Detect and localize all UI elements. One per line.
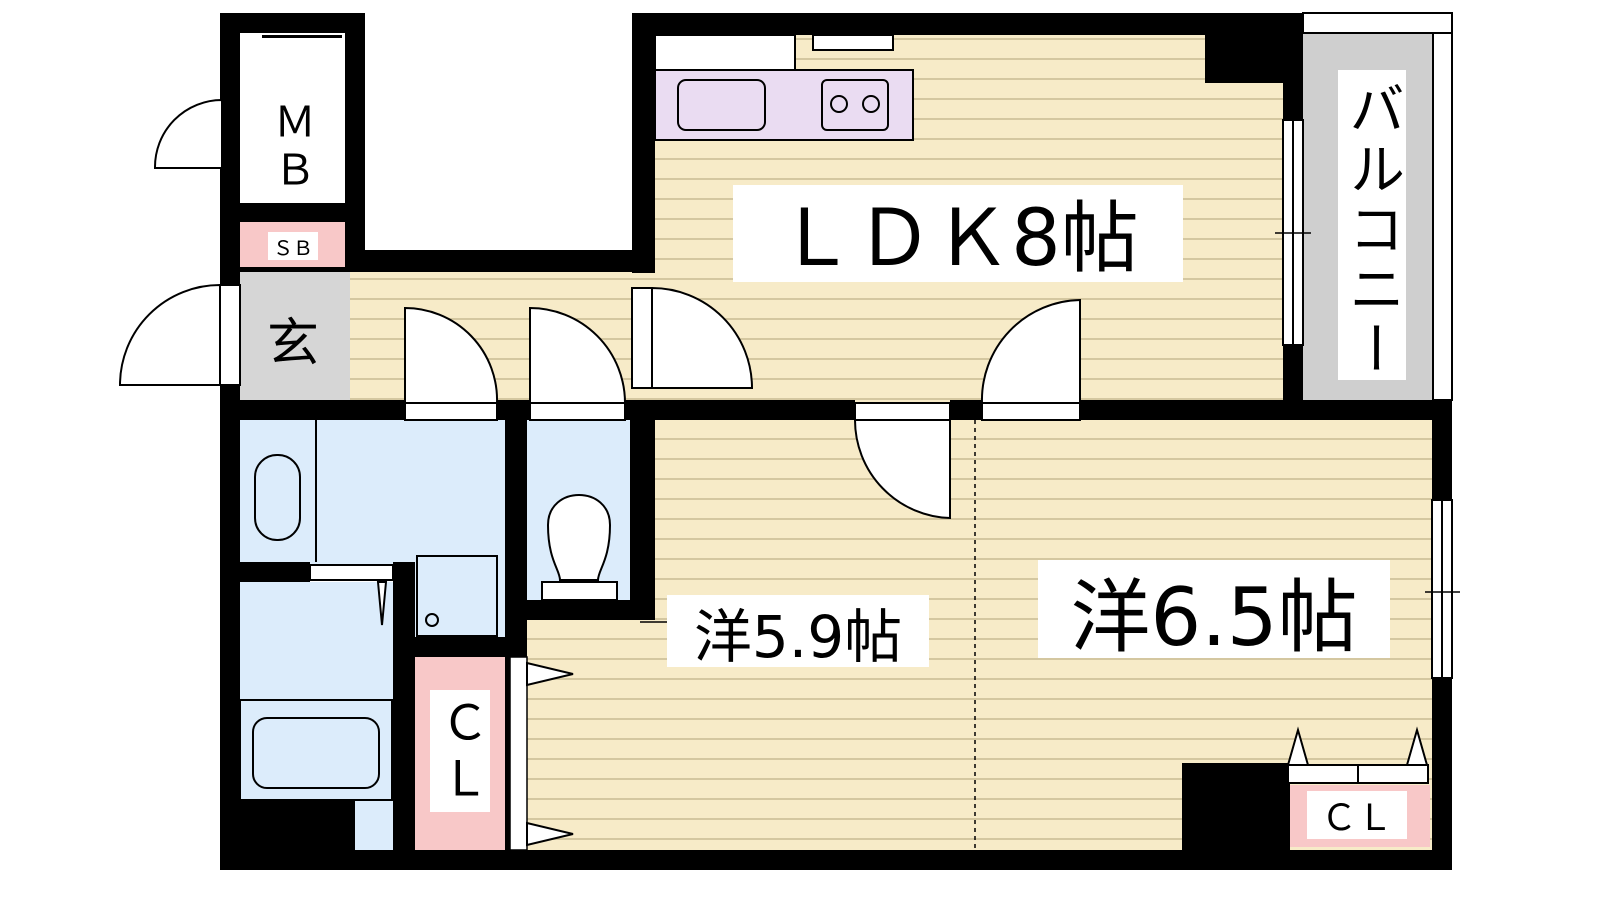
kitchen-counter xyxy=(654,69,914,141)
washroom-floor xyxy=(240,420,505,565)
stove-icon xyxy=(821,79,889,131)
closet-right-label: ＣＬ xyxy=(1321,798,1393,839)
meter-box-label: ＭＢ xyxy=(268,100,317,196)
walls xyxy=(220,13,1452,870)
door-swing-icon xyxy=(651,286,754,389)
closet-left-label: ＣＬ xyxy=(432,698,488,810)
door-swing-icon xyxy=(118,283,221,386)
shoe-box-label: ＳＢ xyxy=(273,236,313,260)
fixtures xyxy=(239,12,1460,851)
balcony-label: バルコニー xyxy=(1340,80,1405,380)
sink-icon xyxy=(677,79,766,131)
door-swing-icon xyxy=(853,419,951,520)
washbasin-icon xyxy=(254,454,301,541)
meter-box xyxy=(240,83,345,203)
door-swing-icon xyxy=(529,306,627,404)
ldk-label: ＬＤＫ8帖 xyxy=(777,194,1139,284)
laundry-pan-icon xyxy=(416,555,498,637)
entrance-label: 玄 xyxy=(267,314,319,374)
bathtub-icon xyxy=(239,699,393,801)
doors xyxy=(118,98,1081,520)
entrance-floor xyxy=(240,272,350,402)
toilet-icon xyxy=(546,494,612,581)
door-swing-icon xyxy=(153,98,223,169)
floors xyxy=(240,33,1437,852)
door-swing-icon xyxy=(980,298,1081,404)
western-room-b-label: 洋6.5帖 xyxy=(1070,571,1357,664)
western-room-a-label: 洋5.9帖 xyxy=(694,603,902,671)
labels: ＬＤＫ8帖 洋5.9帖 洋6.5帖 玄 ＭＢ ＳＢ ＣＬ ＣＬ バルコニー xyxy=(267,70,1407,839)
